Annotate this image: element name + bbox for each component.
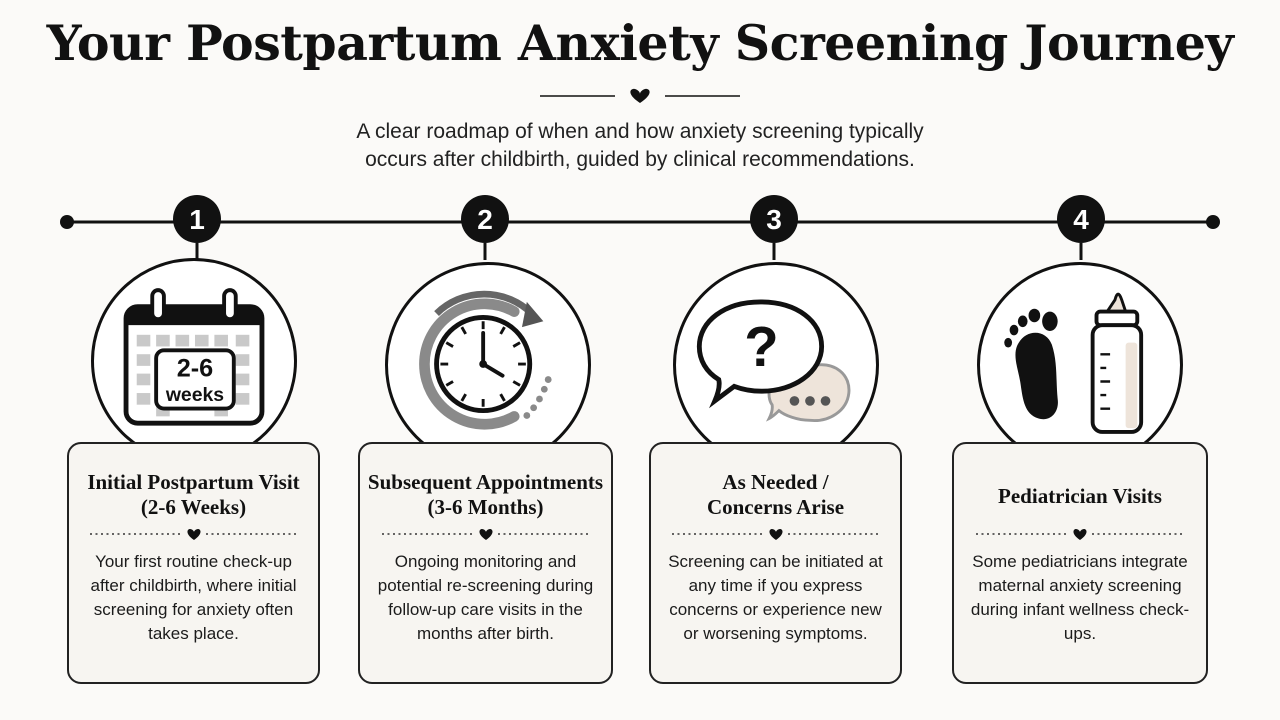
stage-4-title: Pediatrician Visits [954, 484, 1206, 509]
stage-1-description: Your first routine check-up after childb… [90, 552, 297, 643]
stage-1-title-line-2: (2-6 Weeks) [140, 495, 247, 519]
stage-4-card: Pediatrician Visits Some pediatricians i… [952, 442, 1208, 684]
page-title: Your Postpartum Anxiety Screening Journe… [46, 14, 1234, 72]
page-subtitle: A clear roadmap of when and how anxiety … [290, 118, 990, 174]
stage-1-title: Initial Postpartum Visit (2-6 Weeks) [69, 470, 318, 520]
heart-icon [630, 88, 650, 103]
step-number-3: 3 [766, 204, 782, 235]
subtitle-line-1: A clear roadmap of when and how anxiety … [356, 120, 924, 143]
step-marker-1: 1 [173, 195, 221, 243]
card-divider [671, 529, 880, 540]
heart-icon [1073, 529, 1087, 540]
card-divider [976, 529, 1184, 540]
stage-1-icon-circle: 2-6 weeks [91, 258, 297, 464]
stage-2-description: Ongoing monitoring and potential re-scre… [377, 552, 594, 643]
step-marker-4: 4 [1057, 195, 1105, 243]
calendar-weeks-label: weeks [165, 384, 224, 406]
stage-3-title: As Needed / Concerns Arise [651, 470, 900, 520]
stage-4-description: Some pediatricians integrate maternal an… [970, 552, 1190, 643]
step-marker-3: 3 [750, 195, 798, 243]
subtitle-line-2: occurs after childbirth, guided by clini… [365, 148, 915, 171]
clock-icon [419, 290, 552, 430]
calendar-icon: 2-6 weeks [123, 288, 265, 426]
stage-2-title: Subsequent Appointments (3-6 Months) [360, 470, 611, 520]
timeline-start-dot [60, 215, 74, 229]
card-divider [89, 529, 298, 540]
heart-icon [768, 529, 783, 540]
step-number-1: 1 [189, 204, 205, 235]
stage-2-icon-circle [385, 262, 591, 468]
card-divider [381, 529, 590, 540]
stage-2-title-line-1: Subsequent Appointments [367, 470, 604, 494]
speech-bubbles-icon: ? [696, 299, 851, 422]
title-divider [540, 88, 740, 103]
stage-4-title-line-1: Pediatrician Visits [998, 484, 1162, 508]
question-mark-icon: ? [744, 315, 778, 378]
footprint-and-bottle-icon [1004, 292, 1144, 434]
stage-3-title-line-1: As Needed / [722, 470, 829, 494]
stage-3-description: Screening can be initiated at any time i… [668, 552, 883, 643]
footprint-icon [1004, 308, 1058, 420]
step-number-2: 2 [477, 204, 493, 235]
heart-icon [186, 529, 201, 540]
stage-2-title-line-2: (3-6 Months) [427, 495, 544, 519]
step-number-4: 4 [1073, 204, 1089, 235]
baby-bottle-icon [1090, 292, 1144, 434]
stage-3-title-line-2: Concerns Arise [706, 495, 845, 519]
stage-4-icon-circle [977, 262, 1183, 468]
stage-3-icon-circle: ? [673, 262, 879, 468]
timeline: 1 2 3 4 [60, 195, 1220, 260]
step-marker-2: 2 [461, 195, 509, 243]
stage-2-card: Subsequent Appointments (3-6 Months) Ong… [358, 442, 613, 684]
stage-1-card: Initial Postpartum Visit (2-6 Weeks) You… [67, 442, 320, 684]
stage-1-title-line-1: Initial Postpartum Visit [87, 470, 300, 494]
calendar-weeks-number: 2-6 [177, 355, 213, 383]
heart-icon [478, 529, 493, 540]
timeline-end-dot [1206, 215, 1220, 229]
stage-3-card: As Needed / Concerns Arise Screening can… [649, 442, 902, 684]
